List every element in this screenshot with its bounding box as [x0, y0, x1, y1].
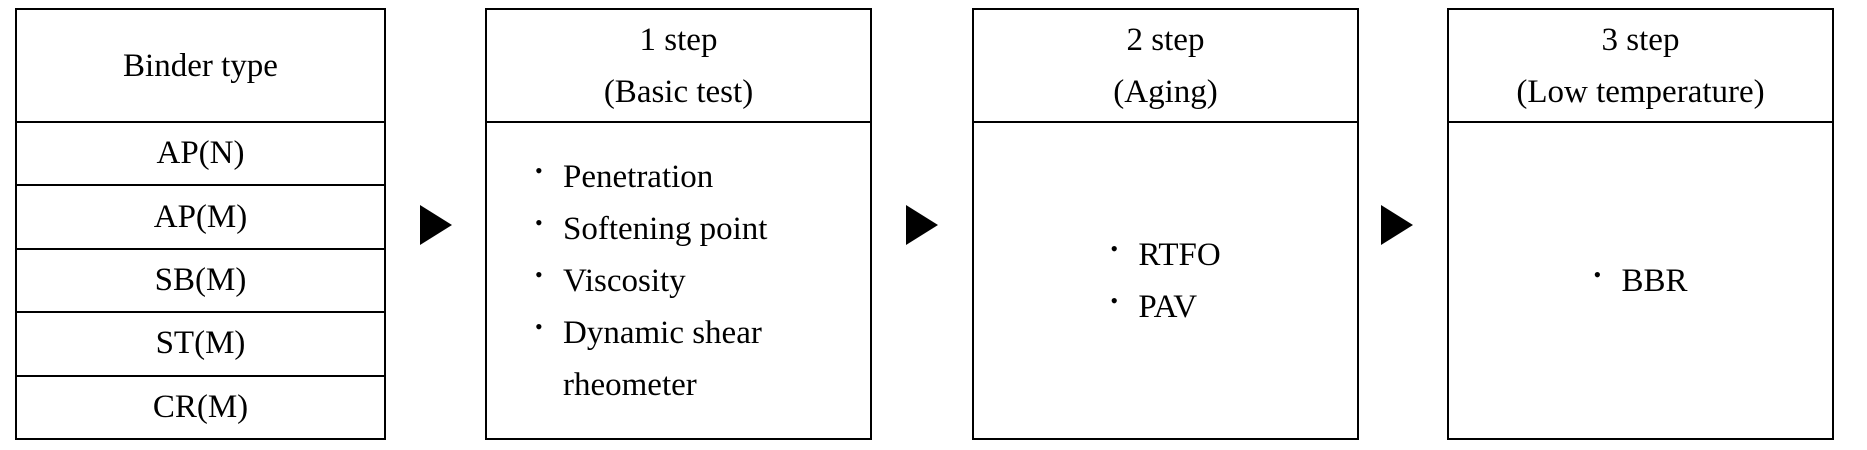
step-1-title: 1 step — [639, 21, 718, 58]
test-item: • Penetration — [535, 151, 863, 203]
step-2-subtitle: (Aging) — [1113, 73, 1218, 110]
flow-arrow-icon — [906, 205, 938, 245]
step-3-title: 3 step — [1601, 21, 1680, 58]
binder-type-box: Binder type AP(N) AP(M) SB(M) ST(M) CR(M… — [15, 8, 386, 440]
step-1-header: 1 step (Basic test) — [487, 10, 870, 123]
test-item-label: Penetration — [563, 158, 714, 195]
binder-type-row: ST(M) — [17, 313, 384, 377]
test-item: • Dynamic shear rheometer — [535, 307, 863, 411]
step-2-test-list: • RTFO • PAV — [1110, 229, 1220, 333]
test-item-label: Viscosity — [563, 262, 686, 299]
step-3-body: • BBR — [1449, 123, 1832, 438]
binder-type-row: AP(M) — [17, 186, 384, 250]
test-item-label: PAV — [1138, 288, 1198, 325]
bullet-icon: • — [1110, 235, 1119, 261]
bullet-icon: • — [535, 313, 543, 339]
binder-type-header: Binder type — [17, 10, 384, 123]
test-item: • Viscosity — [535, 255, 863, 307]
bullet-icon: • — [1110, 287, 1119, 313]
test-item-label: Softening point — [563, 210, 768, 247]
test-item: • BBR — [1593, 255, 1687, 307]
test-item-label: RTFO — [1138, 236, 1221, 273]
binder-type-row: SB(M) — [17, 250, 384, 314]
binder-type-row: AP(N) — [17, 123, 384, 187]
step-2-title: 2 step — [1126, 21, 1205, 58]
binder-type-row: CR(M) — [152, 388, 249, 425]
step-3-subtitle: (Low temperature) — [1516, 73, 1765, 110]
step-1-box: 1 step (Basic test) • Penetration • Soften… — [485, 8, 872, 440]
bullet-icon: • — [535, 209, 543, 235]
step-3-box: 3 step (Low temperature) • BBR — [1447, 8, 1834, 440]
step-1-test-list: • Penetration • Softening point • Viscosity… — [535, 151, 863, 411]
bullet-icon: • — [535, 261, 543, 287]
step-2-box: 2 step (Aging) • RTFO • PAV — [972, 8, 1359, 440]
test-item: • PAV — [1110, 281, 1220, 333]
test-item-label: BBR — [1621, 262, 1688, 299]
test-item: • RTFO — [1110, 229, 1220, 281]
test-item: • Softening point — [535, 203, 863, 255]
step-1-subtitle: (Basic test) — [603, 73, 754, 110]
step-2-header: 2 step (Aging) — [974, 10, 1357, 123]
step-1-body: • Penetration • Softening point • Viscosity… — [487, 123, 870, 438]
binder-type-list: AP(N) AP(M) SB(M) ST(M) CR(M) — [17, 123, 384, 438]
test-item-label: Dynamic shear rheometer — [563, 314, 762, 403]
step-2-body: • RTFO • PAV — [974, 123, 1357, 438]
flow-arrow-icon — [420, 205, 452, 245]
flow-arrow-icon — [1381, 205, 1413, 245]
step-3-header: 3 step (Low temperature) — [1449, 10, 1832, 123]
binder-type-title: Binder type — [123, 47, 278, 84]
bullet-icon: • — [535, 157, 543, 183]
bullet-icon: • — [1593, 261, 1602, 287]
step-3-test-list: • BBR — [1593, 255, 1687, 307]
